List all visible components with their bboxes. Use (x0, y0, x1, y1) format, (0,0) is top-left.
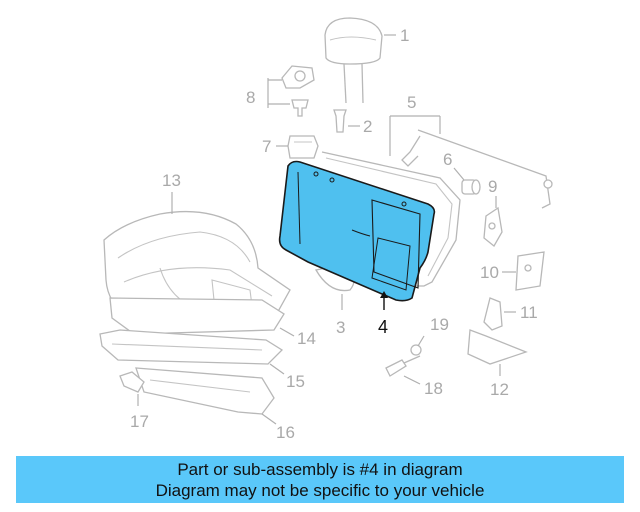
seat-back-part-highlighted[interactable] (278, 160, 436, 302)
mount-plate-part[interactable] (515, 251, 545, 291)
callout-16: 16 (276, 423, 295, 442)
callout-15: 15 (286, 372, 305, 391)
callout-1: 1 (400, 26, 409, 45)
headrest-part[interactable] (324, 17, 383, 104)
trim-cover-part[interactable] (467, 329, 528, 365)
callout-5: 5 (407, 93, 416, 112)
callout-10: 10 (480, 263, 499, 282)
callout-17: 17 (130, 412, 149, 431)
clip-part[interactable] (119, 371, 145, 393)
bushing-part[interactable] (461, 179, 481, 195)
callout-2: 2 (363, 117, 372, 136)
striker-part[interactable] (483, 206, 503, 247)
hinge-part[interactable] (483, 297, 503, 331)
parts-diagram: 1 8 2 7 5 6 9 (99, 17, 553, 442)
banner-line-2: Diagram may not be specific to your vehi… (155, 480, 485, 500)
callout-6: 6 (443, 150, 452, 169)
headrest-guide-part[interactable] (281, 65, 315, 117)
callout-7: 7 (262, 137, 271, 156)
callout-18: 18 (424, 379, 443, 398)
seat-back-shape[interactable] (278, 160, 436, 302)
cushion-pad-part[interactable] (109, 297, 285, 335)
base-rail-part[interactable] (135, 367, 275, 415)
info-banner: Part or sub-assembly is #4 in diagram Di… (16, 456, 624, 503)
callout-8: 8 (246, 88, 255, 107)
callout-9: 9 (488, 177, 497, 196)
cushion-frame-part[interactable] (99, 329, 284, 365)
bolt-part[interactable] (385, 344, 422, 377)
callout-13: 13 (162, 171, 181, 190)
callout-4: 4 (378, 317, 388, 337)
callout-11: 11 (520, 303, 538, 322)
callout-3: 3 (336, 318, 345, 337)
pin-part[interactable] (333, 109, 347, 133)
callout-14: 14 (297, 329, 316, 348)
banner-line-1: Part or sub-assembly is #4 in diagram (177, 459, 463, 479)
callout-19: 19 (430, 315, 449, 334)
latch-cover-part[interactable] (287, 135, 319, 159)
callout-12: 12 (490, 380, 509, 399)
